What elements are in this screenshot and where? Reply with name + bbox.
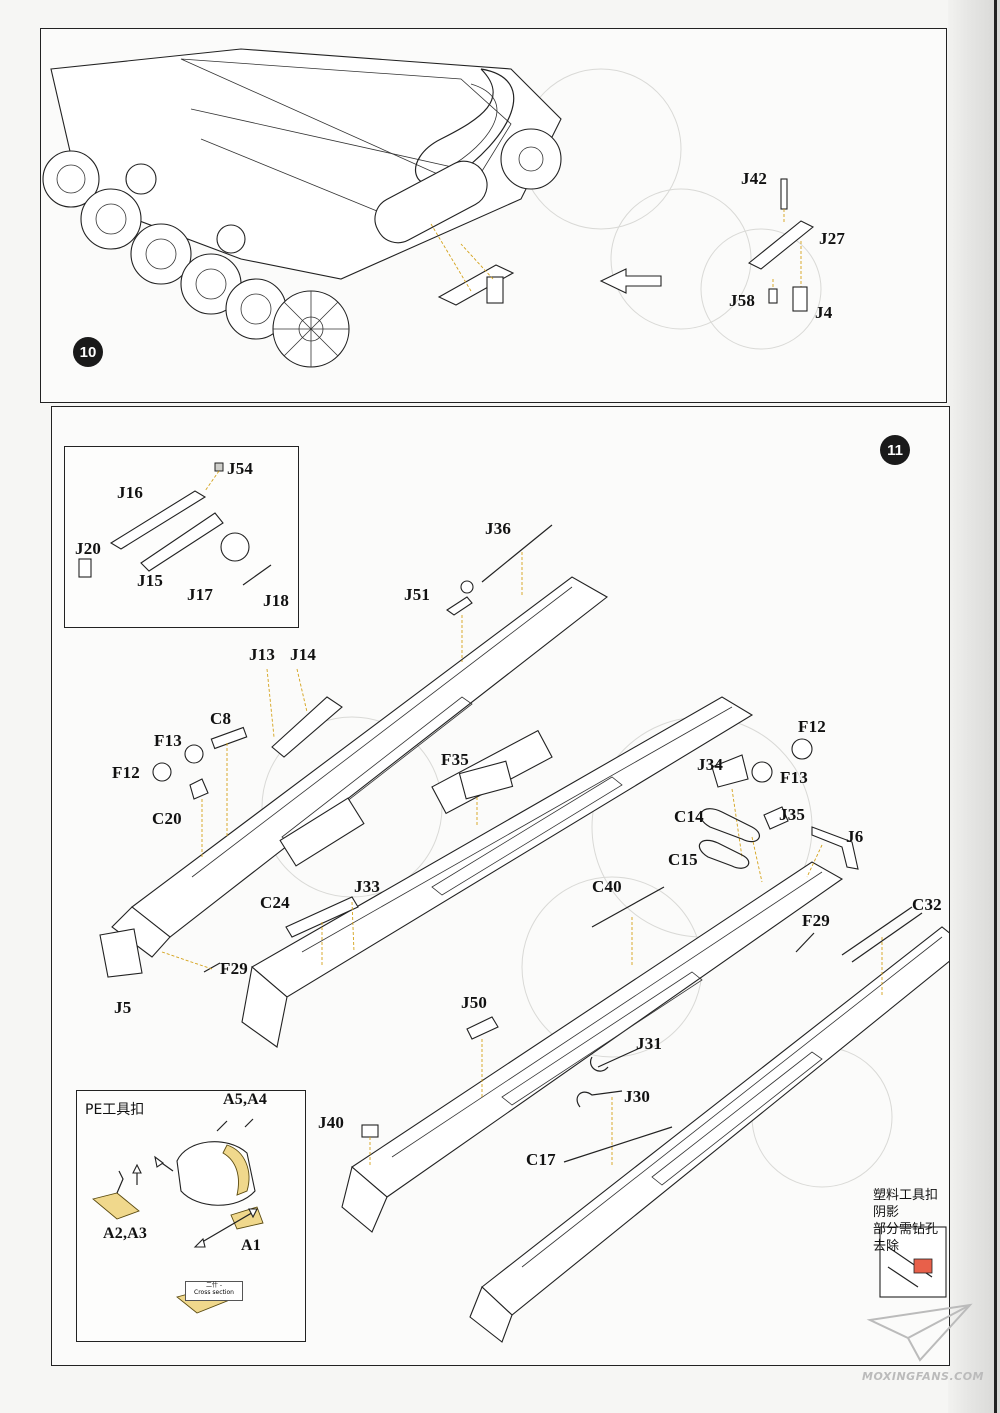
drilling-note-line-1: 塑料工具扣阴影 — [873, 1188, 939, 1220]
part-label-j18: J18 — [263, 591, 290, 610]
direction-arrow — [599, 268, 662, 294]
part-label-j42: J42 — [741, 169, 768, 188]
step-number-badge: 11 — [880, 435, 910, 465]
fender-right-lower — [469, 926, 949, 1343]
step-number-badge: 10 — [73, 337, 103, 367]
part-label-f13: F13 — [154, 731, 182, 750]
part-label-c24: C24 — [260, 893, 290, 912]
part-label-j4: J4 — [815, 303, 833, 322]
cross-section-tag: 二什 - Cross section — [185, 1281, 243, 1301]
part-label-j58: J58 — [729, 291, 756, 310]
part-label-c20: C20 — [152, 809, 182, 828]
watermark-logo — [866, 1303, 973, 1362]
part-label-f13-right: F13 — [780, 768, 808, 787]
part-label-j17: J17 — [187, 585, 214, 604]
part-label-a5-a4: A5,A4 — [223, 1091, 268, 1108]
part-label-f12-right: F12 — [798, 717, 826, 736]
part-label-f29-right: F29 — [802, 911, 830, 930]
road-wheels — [42, 150, 287, 340]
part-label-f35: F35 — [441, 750, 469, 769]
part-label-c40: C40 — [592, 877, 622, 896]
cross-section-label: Cross section — [194, 1289, 234, 1296]
part-label-j33: J33 — [354, 877, 381, 896]
part-label-j20: J20 — [75, 539, 102, 558]
part-label-j13: J13 — [249, 645, 276, 664]
part-label-j16: J16 — [117, 483, 144, 502]
part-label-c32: C32 — [912, 895, 942, 914]
step-10-drawing — [42, 48, 822, 368]
step-11-drawing — [99, 524, 949, 1343]
part-label-j34: J34 — [697, 755, 724, 774]
part-label-j14: J14 — [290, 645, 317, 664]
part-label-j30: J30 — [624, 1087, 651, 1106]
part-label-a2-a3: A2,A3 — [103, 1225, 148, 1242]
part-label-c15: C15 — [668, 850, 698, 869]
step-10-panel: J42 J27 J58 J4 10 — [40, 28, 947, 403]
part-label-j27: J27 — [819, 229, 846, 248]
drilling-note-illustration — [879, 1226, 947, 1298]
part-label-j6: J6 — [846, 827, 864, 846]
drilling-note: 塑料工具扣阴影 部分需钻孔去除 — [873, 1187, 949, 1255]
page-border-line — [994, 0, 997, 1413]
part-label-j50: J50 — [461, 993, 488, 1012]
cross-section-label-cn: 二什 - — [205, 1282, 223, 1289]
watermark-text: MOXINGFANS.COM — [862, 1370, 985, 1383]
part-label-j54: J54 — [227, 459, 254, 478]
part-label-j15: J15 — [137, 571, 164, 590]
part-label-j40: J40 — [318, 1113, 345, 1132]
page-edge — [948, 0, 1000, 1413]
part-label-f12: F12 — [112, 763, 140, 782]
part-label-j35: J35 — [779, 805, 806, 824]
part-label-f29-left: F29 — [220, 959, 248, 978]
inset-pe-tool-clasp: PE工具扣 A5,A4 A2,A3 A1 二什 - Cross section — [76, 1090, 306, 1342]
part-label-j5: J5 — [114, 998, 132, 1017]
subassembly-drawing — [78, 462, 272, 586]
pe-inset-title: PE工具扣 — [85, 1102, 145, 1118]
pe-clasp-drawing — [92, 1118, 264, 1314]
inset-subassembly: J54 J16 J20 J15 J17 J18 — [64, 446, 299, 628]
fender-right-middle — [341, 861, 844, 1233]
part-label-j51: J51 — [404, 585, 431, 604]
drilling-note-line-2: 部分需钻孔去除 — [873, 1222, 939, 1254]
part-label-c17: C17 — [526, 1150, 556, 1169]
part-label-j31: J31 — [636, 1034, 663, 1053]
part-label-j36: J36 — [485, 519, 512, 538]
part-label-a1: A1 — [241, 1237, 261, 1254]
part-label-c8: C8 — [210, 709, 232, 728]
part-label-c14: C14 — [674, 807, 704, 826]
